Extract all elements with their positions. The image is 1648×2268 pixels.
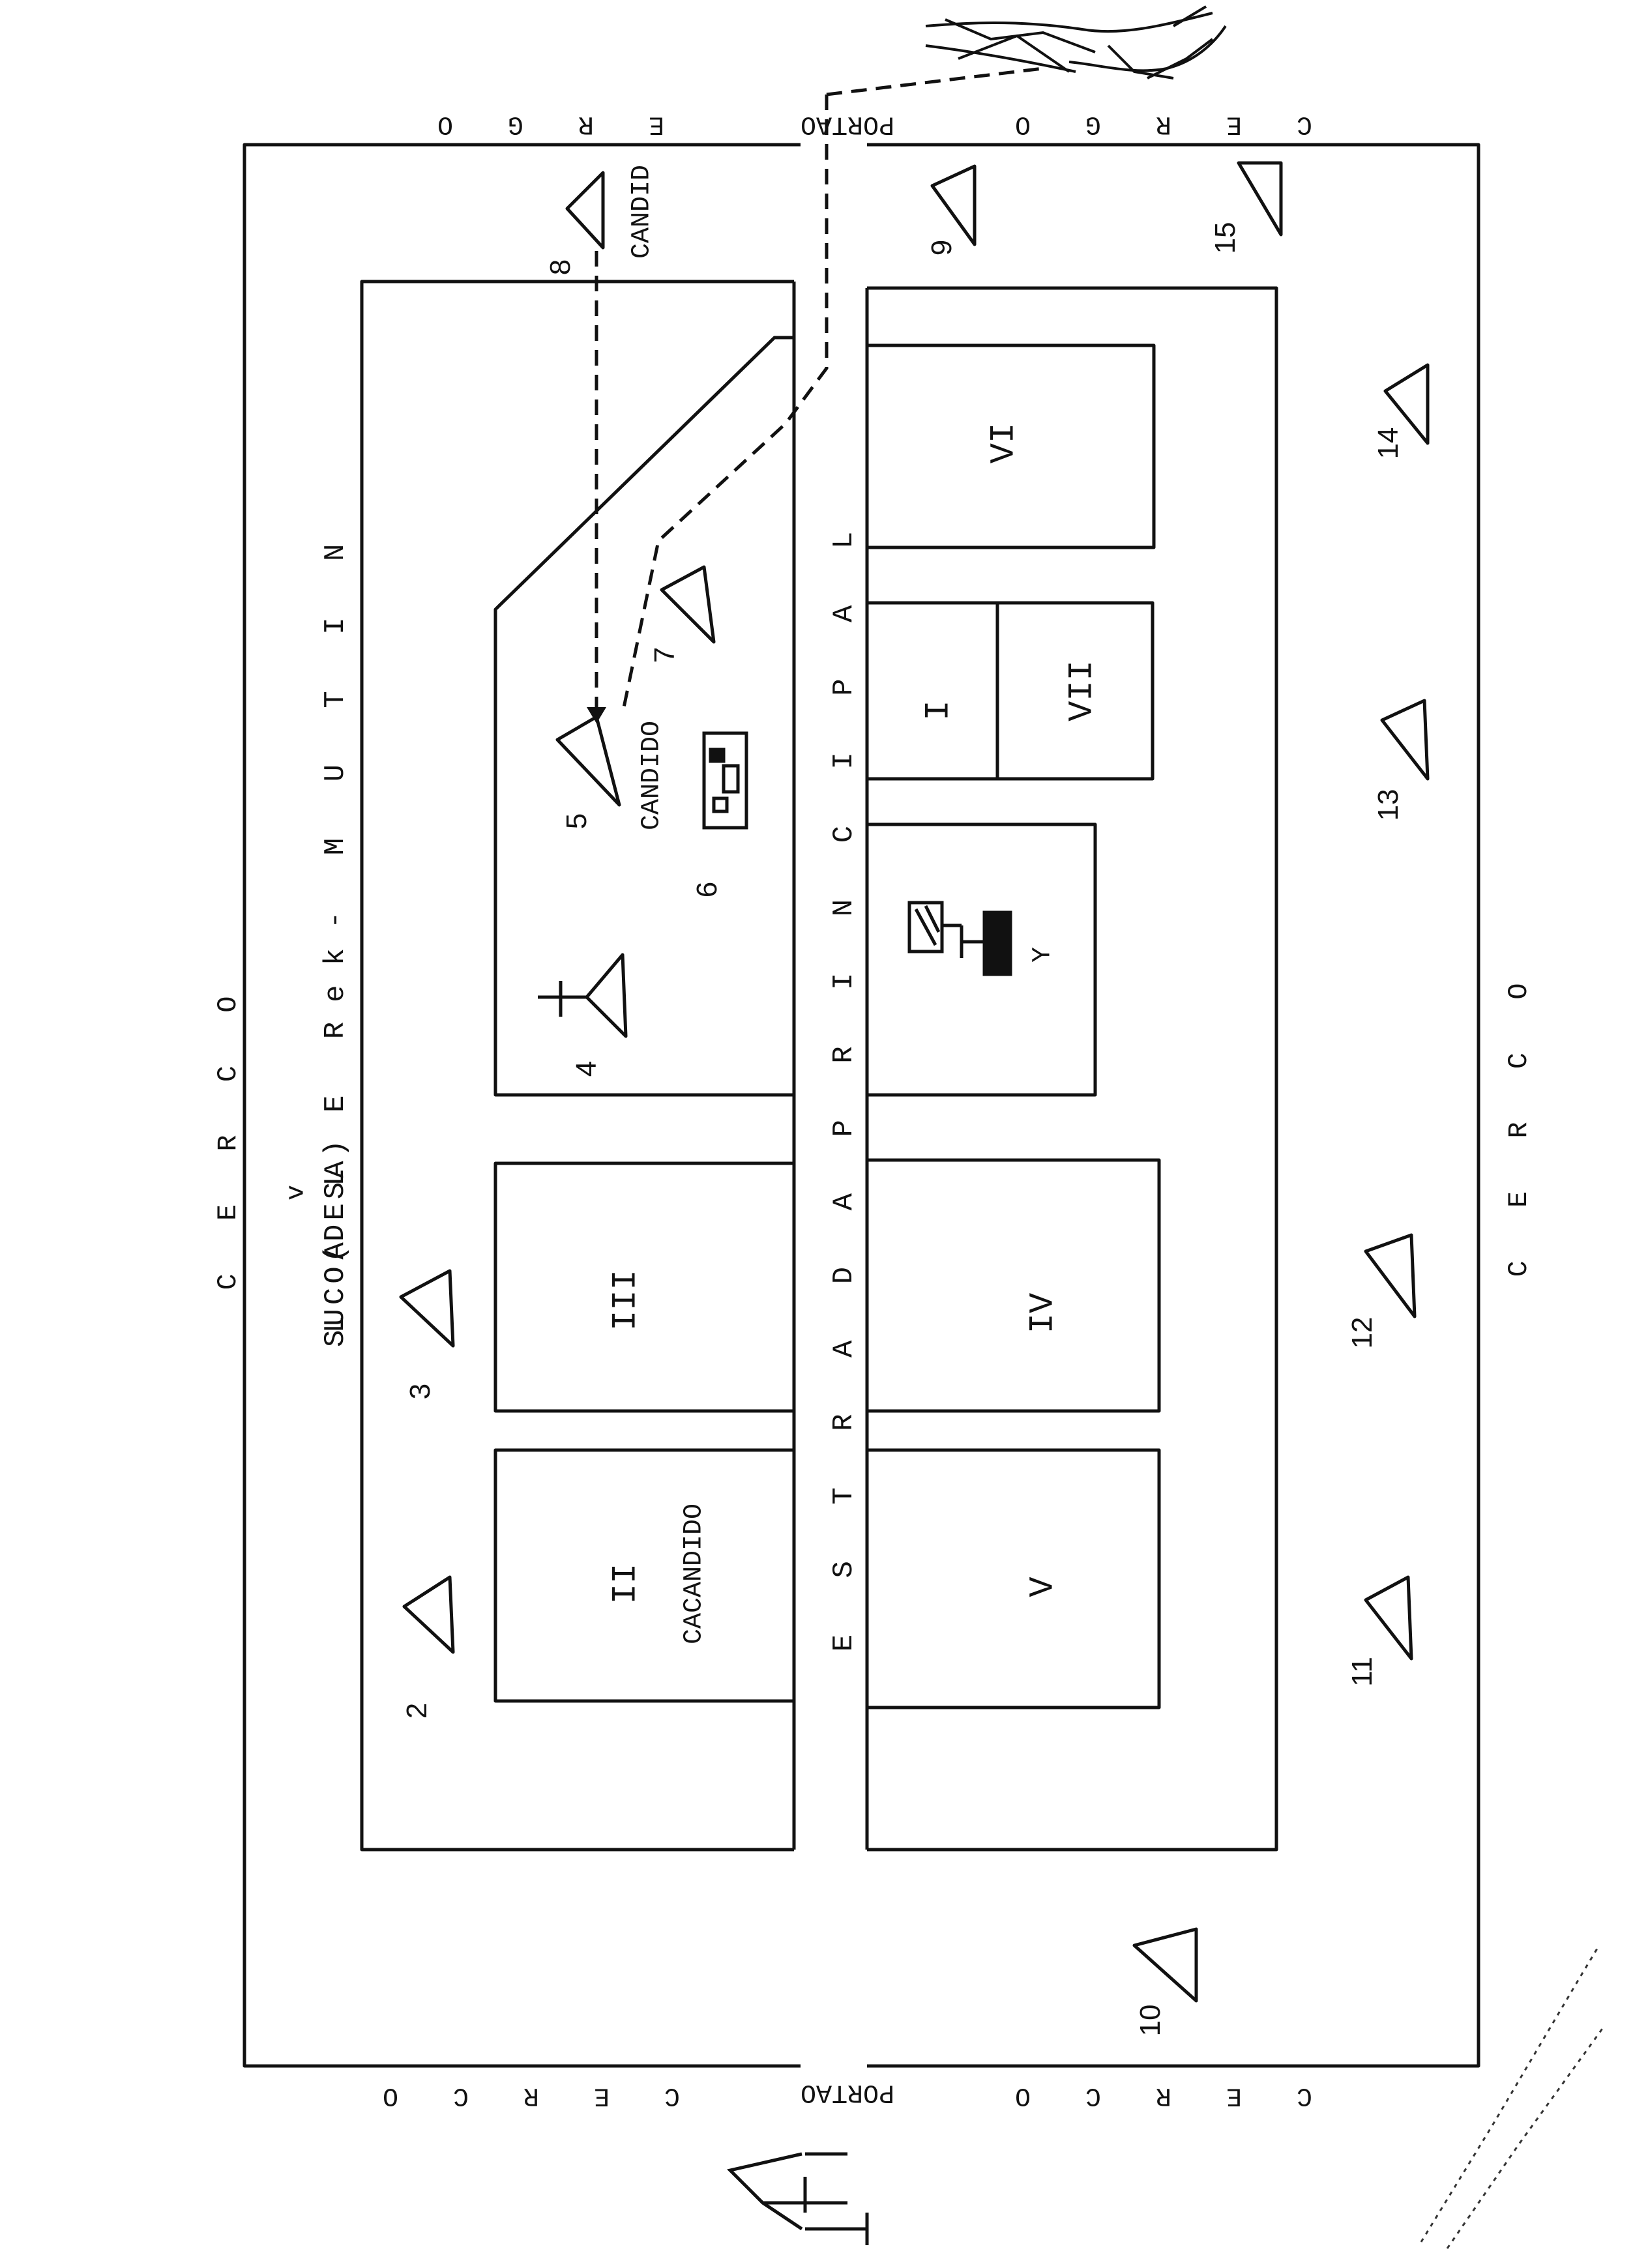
dashed-path-to-tree [826,66,1044,96]
marker-5-triangle [555,715,621,807]
block-iv-outline [865,1158,1161,1413]
block-iv-label: IV [1023,1292,1063,1334]
gate-label-top: PORTAO [800,109,895,139]
marker-7-number: 7 [649,647,681,663]
dashed-path-to-5 [621,94,829,714]
marker-14-number: 14 [1372,427,1404,459]
fence-label-top-left: E R G O [417,109,665,139]
central-lot [493,336,794,1097]
right-inner-boundary [867,286,1278,1852]
marker-6-number: 6 [691,881,723,898]
marker-9-triangle [930,164,977,246]
main-road-label: E S T R A D A P R I N C I P A L [828,512,861,1652]
check-mark: v [282,1184,312,1201]
marker-4-triangle [585,953,628,1038]
block-iii-outline [493,1161,796,1413]
block-ii-owner: CACANDIDO [679,1503,709,1645]
block-v-outline [865,1448,1161,1709]
marker-5-owner: CANDIDO [637,720,667,831]
house-icon [702,731,748,830]
marker-8-number: 8 [544,259,576,276]
gate-label-bottom: PORTAO [800,2077,895,2107]
block-v-label: V [1023,1577,1063,1597]
block-vii-outline [995,601,1155,781]
block-i-outline [865,601,999,781]
fence-label-right: C E R C O [1503,965,1535,1277]
marker-14-triangle [1383,363,1430,445]
marker-13-triangle [1380,699,1430,781]
marker-11-triangle [1364,1575,1413,1661]
fence-label-top-right: C E R G O [995,109,1313,139]
village-name: L A L E Rek- M U T I N [319,524,352,1333]
marker-8-triangle [565,171,605,250]
well-icon [907,901,1012,976]
marker-12-triangle [1364,1233,1417,1318]
marker-3-number: 3 [404,1383,436,1400]
block-y-outline [865,822,1097,1097]
block-vi-label: VI [984,422,1023,464]
marker-5-number: 5 [561,813,593,830]
fence-label-left: C E R C O [213,978,244,1290]
scan-noise-mark [1420,1948,1605,2249]
marker-7-triangle [660,565,716,644]
block-i-label: I [919,700,958,721]
marker-8-owner: CANDID [627,164,657,259]
marker-9-number: 9 [926,239,958,256]
left-outer-boundary [243,143,801,2068]
marker-2-number: 2 [401,1702,433,1719]
block-vi-outline [865,343,1156,549]
marker-4-number: 4 [570,1060,602,1077]
fence-label-bottom-left: C E R C O [362,2080,681,2110]
marker-2-triangle [402,1575,455,1654]
marker-15-triangle [1237,161,1283,237]
tree-icon [925,5,1227,80]
block-ii-label: II [606,1563,645,1605]
block-vii-label: VII [1063,660,1102,721]
right-outer-boundary [867,143,1480,2068]
marker-15-number: 15 [1209,222,1241,254]
marker-10-triangle [1132,1927,1198,2003]
marker-13-number: 13 [1372,789,1404,821]
gate-house-icon [727,2152,869,2245]
block-iii-label: III [606,1270,645,1331]
arrowhead-5a [587,707,606,723]
marker-12-number: 12 [1346,1316,1378,1349]
marker-3-triangle [399,1269,455,1348]
well-label: Y [1028,946,1058,963]
block-ii-outline [493,1448,796,1703]
marker-11-number: 11 [1346,1657,1378,1687]
fence-label-bottom-right: C E R C O [995,2080,1313,2110]
marker-10-number: 10 [1134,2004,1166,2037]
left-inner-boundary [360,280,794,1852]
